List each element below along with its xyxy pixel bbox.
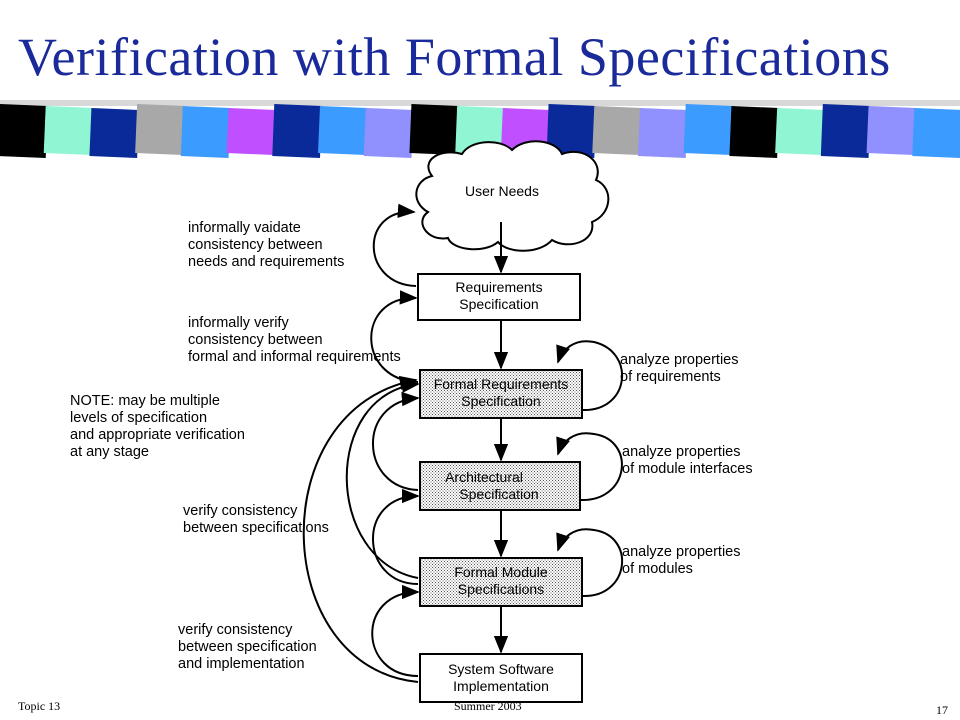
stripe-block — [820, 104, 871, 158]
annotation-verify-specifications: verify consistency between specification… — [183, 503, 329, 536]
stripe-block — [775, 108, 825, 155]
stripe-block — [409, 104, 460, 155]
slide-title: Verification with Formal Specifications — [18, 27, 891, 87]
annotation-note-line-2: levels of specification — [70, 410, 207, 426]
stripe-block — [226, 108, 277, 155]
annotation-analyze-int-line-1: analyze properties — [622, 444, 741, 460]
annotation-note-line-1: NOTE: may be multiple — [70, 393, 220, 409]
annotation-analyze-interfaces: analyze properties of module interfaces — [622, 444, 753, 477]
stripe-block — [272, 104, 322, 158]
annotation-analyze-modules: analyze properties of modules — [622, 544, 741, 577]
loop-verify-formal-informal — [370, 290, 419, 383]
loop-analyze-interfaces — [556, 432, 623, 502]
stripe-block — [180, 106, 231, 158]
loop-impl-to-formal — [302, 375, 419, 683]
annotation-verify-impl-line-2: between specification — [178, 639, 317, 655]
annotation-analyze-req-line-1: analyze properties — [620, 352, 739, 368]
stripe-block — [363, 108, 414, 158]
stripe-top-shadow — [0, 100, 960, 106]
annotation-verify-informal-line-2: consistency between — [188, 332, 323, 348]
loop-analyze-requirements — [556, 340, 624, 412]
requirements-specification-box: Requirements Specification — [417, 273, 581, 321]
footer-term: Summer 2003 — [454, 699, 522, 713]
stripe-block — [135, 104, 185, 155]
annotation-note: NOTE: may be multiple levels of specific… — [70, 393, 245, 460]
loop-arch-to-formal — [372, 391, 420, 491]
loop-analyze-modules — [556, 528, 624, 598]
box-formal-module-line-2: Specifications — [458, 581, 544, 597]
loop-module-to-arch — [372, 488, 420, 585]
decorative-color-stripe — [0, 100, 960, 158]
stripe-block — [318, 106, 368, 155]
annotation-validate-needs: informally vaidate consistency between n… — [188, 220, 344, 270]
annotation-verify-informal-line-1: informally verify — [188, 315, 289, 331]
annotation-verify-formal-informal: informally verify consistency between fo… — [188, 315, 401, 365]
loop-module-to-formal — [345, 378, 420, 579]
stripe-block — [89, 108, 140, 158]
box-implementation-line-1: System Software — [448, 661, 554, 677]
box-architectural-line-1: Architectural — [445, 469, 523, 485]
box-requirements-line-2: Specification — [459, 296, 538, 312]
stripe-block — [0, 104, 48, 158]
implementation-box: System Software Implementation — [419, 653, 583, 703]
annotation-verify-specs-line-1: verify consistency — [183, 503, 298, 519]
stripe-block — [546, 104, 597, 158]
annotation-validate-line-1: informally vaidate — [188, 220, 301, 236]
annotation-note-line-3: and appropriate verification — [70, 427, 245, 443]
annotation-verify-specs-line-2: between specifications — [183, 520, 329, 536]
user-needs-cloud: User Needs — [415, 140, 610, 252]
annotation-analyze-req-line-2: of requirements — [620, 369, 721, 385]
formal-module-specifications-box: Formal Module Specifications — [419, 557, 583, 607]
annotation-note-line-4: at any stage — [70, 444, 149, 460]
box-formal-module-line-1: Formal Module — [454, 564, 548, 580]
annotation-verify-impl-line-3: and implementation — [178, 656, 305, 672]
stripe-block — [683, 104, 734, 155]
footer-page-number: 17 — [936, 703, 948, 717]
box-user-needs-line-1: User Needs — [465, 183, 539, 199]
annotation-validate-line-2: consistency between — [188, 237, 323, 253]
stripe-block — [43, 106, 94, 155]
annotation-analyze-int-line-2: of module interfaces — [622, 461, 753, 477]
stripe-block — [866, 106, 917, 155]
left-verification-loops — [302, 203, 420, 683]
stripe-block — [729, 106, 780, 158]
annotation-analyze-mod-line-2: of modules — [622, 561, 693, 577]
box-implementation-line-2: Implementation — [453, 678, 549, 694]
annotation-analyze-mod-line-1: analyze properties — [622, 544, 741, 560]
box-formal-requirements-line-1: Formal Requirements — [434, 376, 569, 392]
annotation-analyze-requirements: analyze properties of requirements — [620, 352, 739, 385]
footer-topic: Topic 13 — [18, 699, 61, 713]
annotation-validate-line-3: needs and requirements — [188, 254, 344, 270]
annotation-verify-impl-line-1: verify consistency — [178, 622, 293, 638]
annotation-verify-implementation: verify consistency between specification… — [178, 622, 317, 672]
box-formal-requirements-line-2: Specification — [461, 393, 540, 409]
loop-impl-to-module — [371, 584, 420, 677]
stripe-block — [592, 106, 642, 155]
stripe-block — [638, 108, 688, 158]
box-requirements-line-1: Requirements — [455, 279, 542, 295]
architectural-specification-box: Architectural Specification — [419, 461, 581, 511]
stripe-block — [912, 108, 960, 158]
annotation-verify-informal-line-3: formal and informal requirements — [188, 349, 401, 365]
right-analysis-loops — [556, 340, 624, 598]
box-architectural-line-2: Specification — [459, 486, 538, 502]
formal-requirements-specification-box: Formal Requirements Specification — [419, 369, 583, 419]
loop-validate-needs — [372, 203, 417, 287]
